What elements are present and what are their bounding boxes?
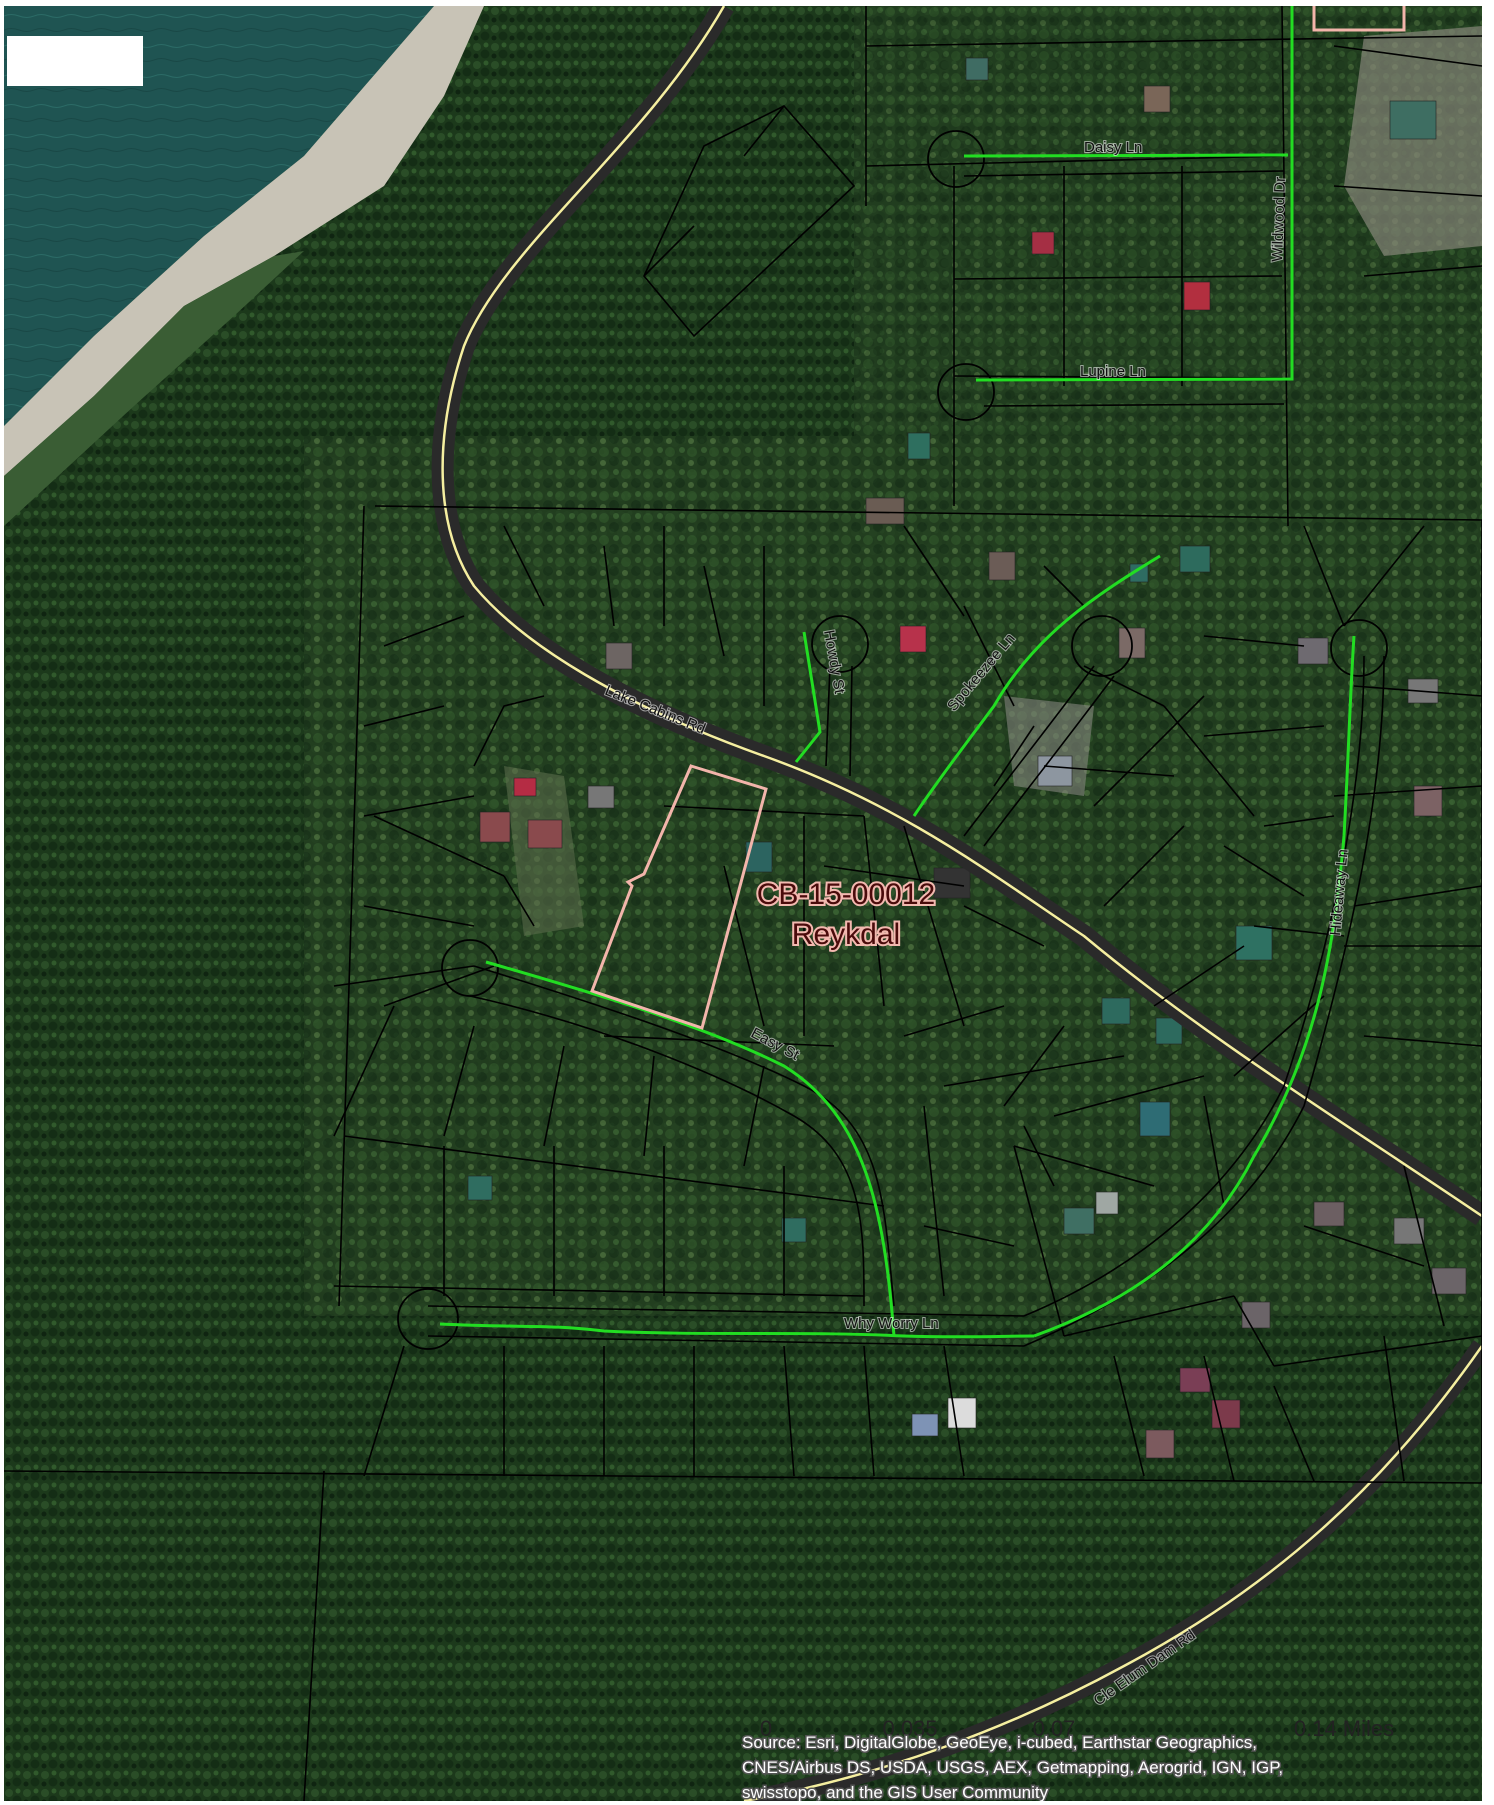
attribution: Source: Esri, DigitalGlobe, GeoEye, i-cu…: [741, 1732, 1285, 1802]
attribution-line-3: swisstopo, and the GIS User Community: [742, 1783, 1049, 1801]
lupine-wildwood-line[interactable]: [975, 6, 1294, 382]
why-worry-ln-line[interactable]: [439, 1322, 1035, 1339]
private-roads[interactable]: [439, 6, 1356, 1339]
scale-tick-3: 0.14 Miles: [1294, 1716, 1394, 1741]
shoreline-vegetation: [4, 251, 304, 526]
parcel-id-label: CB-15-00012: [757, 878, 935, 911]
cle-elum-dam-road[interactable]: [742, 1340, 1482, 1801]
reykdal-parcel-outline[interactable]: [590, 764, 768, 1030]
daisy-ln-line[interactable]: [963, 153, 1289, 158]
scale-tick-2: 0.07: [1033, 1716, 1076, 1741]
label-wildwood-dr: Wildwood Dr: [1269, 177, 1289, 263]
parcel-owner-label: Reykdal: [792, 918, 900, 951]
clearing: [1344, 26, 1482, 256]
parcel-lines: [4, 6, 1482, 1801]
buildings: [467, 57, 1467, 1459]
aerial-map[interactable]: CB-15-00012 Reykdal Lake Cabins Rd Howdy…: [4, 6, 1482, 1801]
scale-tick-1: 0.035: [882, 1716, 937, 1741]
beach: [4, 6, 484, 476]
label-daisy-ln: Daisy Ln: [1084, 139, 1142, 156]
clearing: [504, 766, 584, 936]
label-why-worry-ln: Why Worry Ln: [844, 1315, 939, 1332]
scale-bar: 0 0.035 0.07 0.14 Miles: [760, 1716, 1394, 1741]
attribution-line-2: CNES/Airbus DS, USDA, USGS, AEX, Getmapp…: [742, 1758, 1283, 1777]
attribution-line-1: Source: Esri, DigitalGlobe, GeoEye, i-cu…: [742, 1733, 1257, 1752]
hideaway-ln-line[interactable]: [1033, 635, 1356, 1338]
blank-label-box: [7, 36, 143, 86]
map-frame[interactable]: CB-15-00012 Reykdal Lake Cabins Rd Howdy…: [4, 6, 1482, 1801]
spokeezee-ln-line[interactable]: [912, 554, 1161, 817]
easy-st-line[interactable]: [485, 960, 896, 1337]
scale-tick-0: 0: [760, 1716, 772, 1741]
lake-cabins-road[interactable]: [431, 6, 1482, 1226]
lake-water: [4, 6, 434, 426]
label-lupine-ln: Lupine Ln: [1080, 363, 1146, 380]
north-parcel-outline[interactable]: [1312, 6, 1406, 32]
howdy-st-line[interactable]: [794, 631, 822, 763]
